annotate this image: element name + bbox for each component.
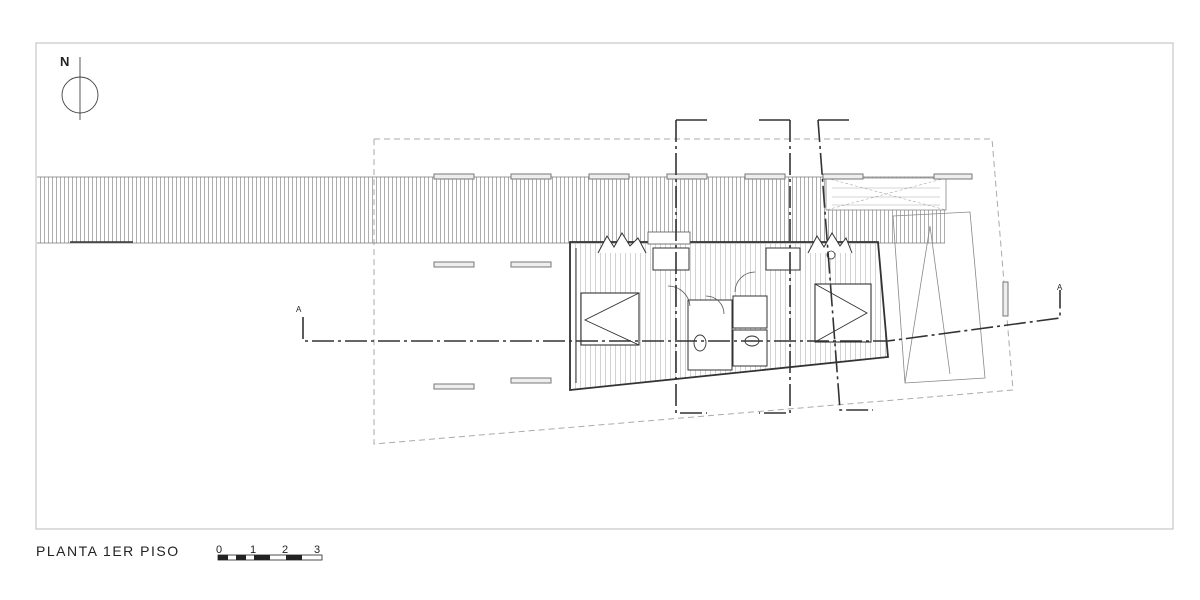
house-footprint — [569, 231, 889, 391]
scale-tick-0: 0 — [216, 544, 223, 556]
toilet-a — [693, 334, 707, 352]
beam-markers — [433, 173, 1009, 390]
bed-right — [814, 283, 872, 343]
drawing-title: PLANTA 1ER PISO — [36, 543, 180, 559]
boardwalk-deck — [37, 176, 945, 244]
section-lines — [302, 119, 1061, 414]
scale-tick-2: 2 — [282, 544, 289, 556]
section-marker-right: A — [1057, 283, 1063, 292]
scale-tick-3: 3 — [314, 544, 321, 556]
bathroom-b — [732, 295, 768, 329]
section-marker-left: A — [296, 305, 302, 314]
north-label: N — [60, 54, 69, 69]
drawing-frame — [35, 42, 1174, 530]
north-arrow: N — [60, 54, 99, 120]
parking-space — [892, 211, 986, 384]
bathroom-a — [687, 299, 733, 371]
bed-left — [580, 292, 640, 346]
stair-landing — [825, 177, 947, 211]
scale-bar: 0 1 2 3 — [216, 544, 326, 564]
roof-outline — [373, 138, 1014, 445]
scale-bar-graphic — [217, 554, 323, 561]
scale-tick-1: 1 — [250, 544, 257, 556]
